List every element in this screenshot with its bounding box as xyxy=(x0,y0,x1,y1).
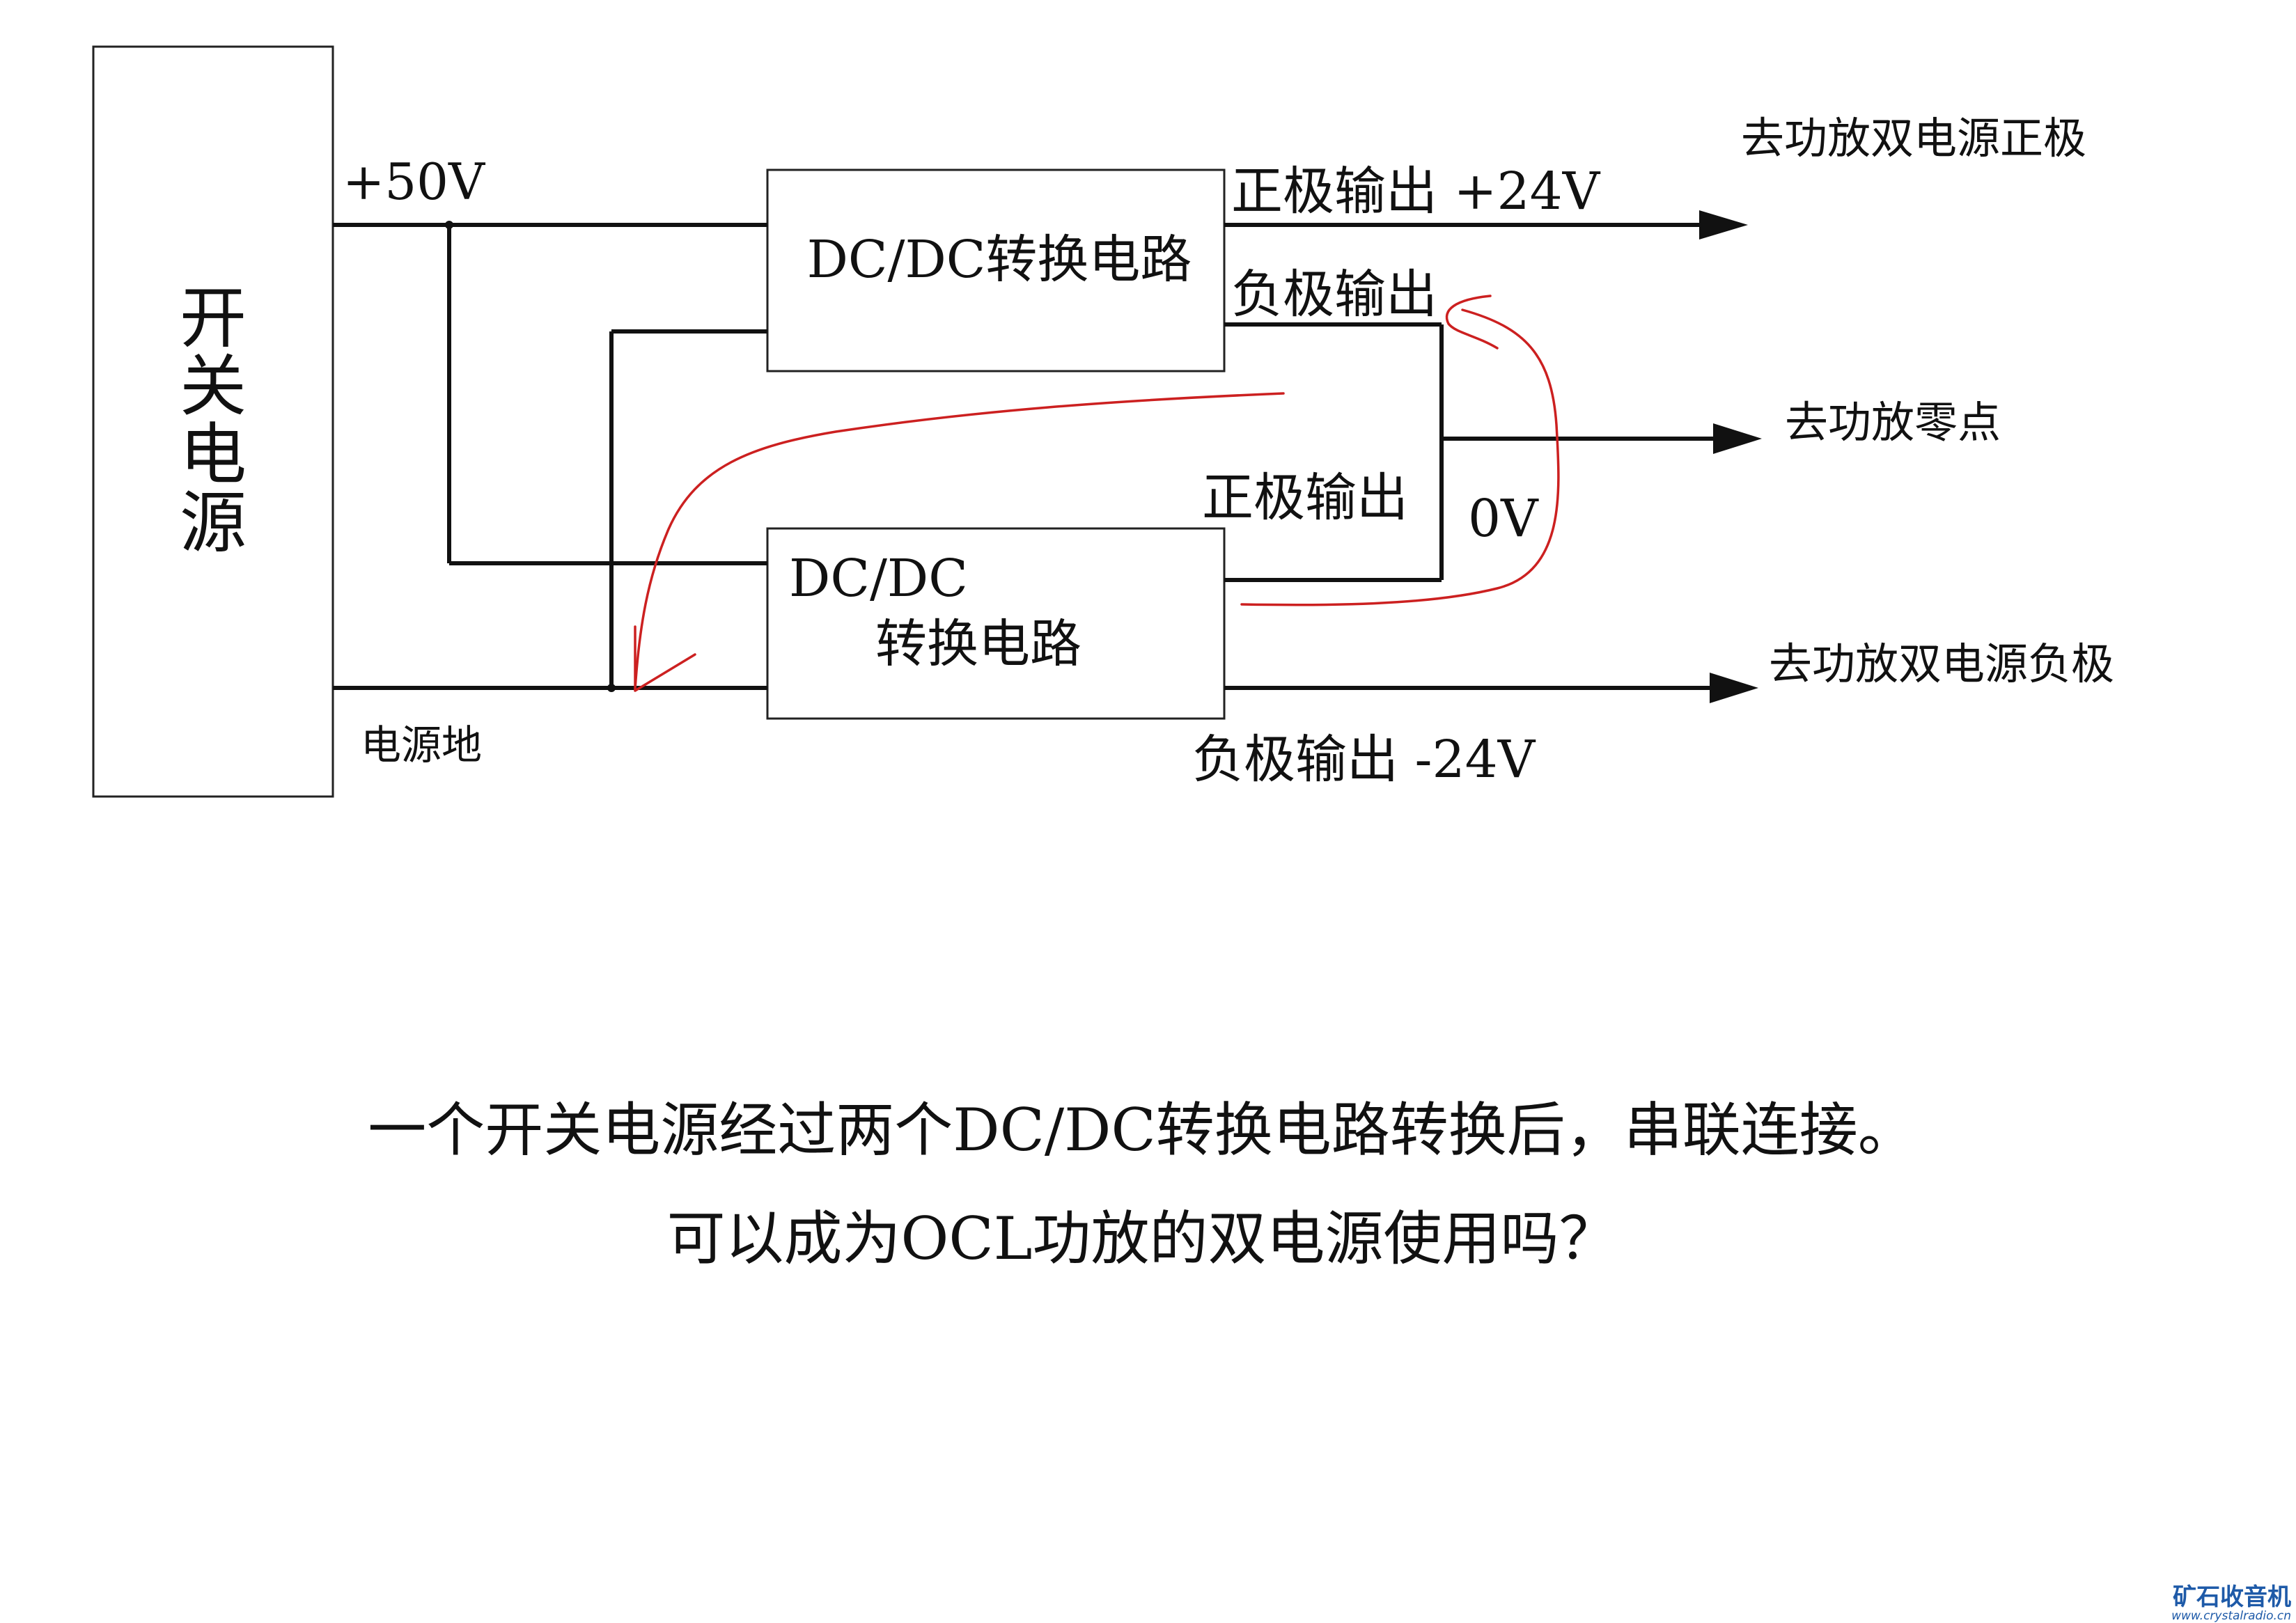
switching-power-supply-block xyxy=(92,45,334,798)
wire-bottom-negative-output xyxy=(1224,673,1758,703)
power-supply-label: 开关电源 xyxy=(180,279,247,562)
converter-bottom-label-line2: 转换电路 xyxy=(875,614,1081,674)
zero-volt-label: 0V xyxy=(1468,489,1539,549)
converter-top-label: DC/DC转换电路 xyxy=(807,230,1192,290)
question-line-1: 一个开关电源经过两个DC/DC转换电路转换后，串联连接。 xyxy=(368,1096,1916,1164)
to-amp-negative-label: 去功放双电源负极 xyxy=(1769,638,2114,689)
bottom-positive-output-label: 正极输出 xyxy=(1202,468,1408,528)
to-amp-zero-label: 去功放零点 xyxy=(1785,397,2001,448)
bottom-negative-output-label: 负极输出 -24V xyxy=(1192,730,1536,790)
power-ground-label: 电源地 xyxy=(361,721,482,769)
wire-top-positive-output xyxy=(1224,210,1748,240)
wire-plus50v-rail xyxy=(333,221,767,565)
to-amp-positive-label: 去功放双电源正极 xyxy=(1741,113,2086,164)
power-supply-block-label: 开关电源 xyxy=(180,279,247,562)
converter-bottom-label-line1: DC/DC xyxy=(789,549,968,609)
dcdc-converter-top-block xyxy=(766,168,1226,373)
question-line-2: 可以成为OCL功放的双电源使用吗？ xyxy=(667,1205,1618,1273)
wire-zero-point-junction xyxy=(1224,322,1762,582)
top-negative-output-label: 负极输出 xyxy=(1231,265,1437,324)
wire-power-ground-rail xyxy=(333,329,767,692)
dcdc-converter-bottom-block xyxy=(766,527,1226,720)
site-watermark: 矿石收音机 www.crystalradio.cn xyxy=(2171,1583,2291,1623)
top-positive-output-label: 正极输出 +24V xyxy=(1231,162,1601,221)
watermark-site: www.crystalradio.cn xyxy=(2171,1609,2291,1623)
watermark-name: 矿石收音机 xyxy=(2173,1583,2291,1611)
plus50v-label: +50V xyxy=(343,152,486,211)
red-annotation-marks xyxy=(634,295,1560,692)
